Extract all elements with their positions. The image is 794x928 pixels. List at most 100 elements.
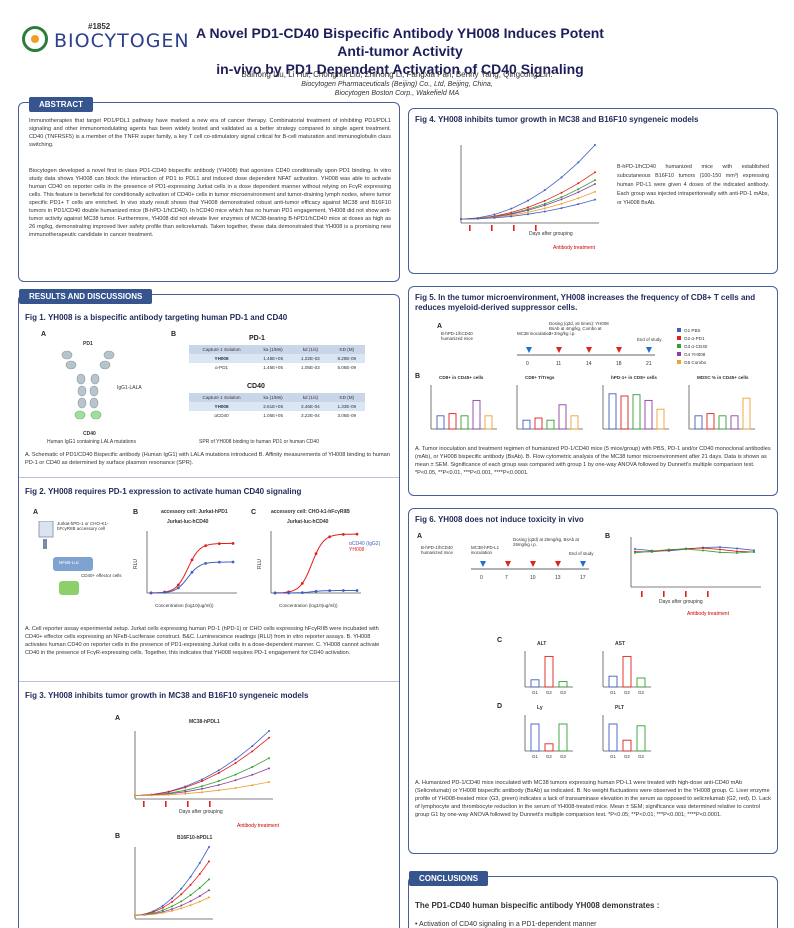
table-row: α-PD1 1.46E+05 1.05E-03 5.06E-09 (189, 363, 365, 372)
plot1-title-1: accessory cell: Jurkat-hPD1 (161, 509, 228, 515)
fig4-panel: Fig 4. YH008 inhibits tumor growth in MC… (408, 108, 778, 274)
data-point (341, 589, 345, 592)
fig5-dosing-label: Dosing (q3d, x5 times): YH008 BsAb at 4m… (549, 321, 609, 336)
ly-title: Ly (537, 705, 543, 711)
fig3a-tumor-growth-plot (134, 730, 273, 807)
poster-header: #1852 BIOCYTOGEN A Novel PD1-CD40 Bispec… (0, 0, 794, 77)
growth-curve (134, 781, 270, 796)
data-point (328, 535, 332, 539)
poster-title: A Novel PD1-CD40 Bispecific Antibody YH0… (180, 24, 620, 78)
bar (544, 655, 554, 688)
bar (632, 394, 641, 430)
conclusions-bullet-1: • Activation of CD40 signaling in a PD1-… (415, 921, 597, 928)
treatment-arrow (491, 225, 493, 231)
bar (656, 408, 665, 430)
bar (530, 679, 540, 688)
data-point (314, 589, 318, 593)
data-point (134, 914, 136, 917)
treatment-arrow (469, 225, 471, 231)
bar (608, 723, 618, 752)
bar (472, 399, 481, 430)
fig4-xlabel: Days after grouping (529, 231, 573, 237)
fig3b-tumor-growth-plot (134, 846, 213, 920)
fig3a-xlabel: Days after grouping (179, 809, 223, 815)
group-label: G3 (638, 690, 644, 695)
fig6-dosing-label: Dosing (q3d) at 26mg/kg, BsAb at 26mg/kg… (513, 537, 579, 547)
fig6-xlabel: Days after grouping (659, 599, 703, 605)
timeline-day-label: 17 (580, 575, 586, 581)
group-label: G2 (624, 754, 630, 759)
treatment-arrow (641, 591, 643, 597)
growth-curve (134, 737, 270, 796)
fig5-caption: A. Tumor inoculation and treatment regim… (415, 446, 771, 476)
bar (622, 739, 632, 752)
data-point (300, 581, 304, 585)
plt-title: PLT (615, 705, 625, 711)
fig5-label-b: B (415, 373, 421, 380)
divider (19, 477, 399, 478)
timeline-day-label: 13 (555, 575, 561, 581)
bar (644, 399, 653, 430)
growth-curve (134, 897, 210, 916)
bar (694, 415, 703, 430)
bar (558, 404, 567, 430)
table-cell: 1.46E+05 (263, 365, 284, 370)
fig4-ab-label: Antibody treatment (553, 245, 595, 251)
growth-curve (134, 846, 210, 916)
legend-entry: G3 α-CD40 (677, 343, 707, 351)
timeline-marker (616, 347, 622, 353)
cd40-affinity-table: Capture 1 Solution ka (1/Ms) kd (1/s) KD… (189, 393, 365, 420)
fig3a-plot-title: MC38-hPDL1 (189, 719, 220, 725)
data-point (163, 591, 167, 594)
table-cell: 1.05E-03 (301, 365, 320, 370)
timeline-marker (646, 347, 652, 353)
bar (546, 419, 555, 430)
bar (636, 677, 646, 688)
growth-curve (460, 144, 596, 220)
bar-panel-title: hPD-1+ in CD8+ cells (611, 375, 657, 380)
fig3-title: Fig 3. YH008 inhibits tumor growth in MC… (25, 691, 309, 700)
bar (718, 415, 727, 430)
data-point (753, 550, 755, 553)
dose-response-curve (151, 542, 233, 594)
fig1-title: Fig 1. YH008 is a bispecific antibody ta… (25, 313, 288, 322)
data-point (287, 591, 291, 595)
fig5-inoculation-label: MC38 inoculation (517, 331, 551, 336)
data-point (314, 552, 318, 556)
fig6-mice-label: B-hPD-1/hCD40 humanized mice (421, 545, 453, 555)
fig4-description: B-hPD-1/hCD40 humanized mice with establ… (617, 164, 769, 206)
timeline-marker (526, 347, 532, 353)
body-weight-curve (634, 547, 755, 553)
data-point (341, 532, 345, 536)
data-point (176, 583, 180, 587)
table-cell: 1.33E-09 (328, 402, 365, 411)
bar (622, 655, 632, 688)
igg1-lala-label: IgG1-LALA (117, 385, 142, 391)
fig1-label-a: A (41, 331, 47, 338)
fig2-title: Fig 2. YH008 requires PD-1 expression to… (25, 487, 302, 496)
plot1-title-2: Jurkat-luc-hCD40 (167, 519, 209, 525)
bar (706, 413, 715, 430)
table-header: kd (1/s) (292, 393, 329, 402)
fig2-label-b: B (133, 509, 139, 516)
poster-number: #1852 (88, 22, 111, 31)
data-point (355, 532, 359, 536)
legend-label: G3 α-CD40 (684, 344, 708, 349)
timeline-day-label: 7 (505, 575, 508, 581)
fig6-body-weight-plot (630, 537, 761, 597)
fig2-label-c: C (251, 509, 257, 516)
cd40-label: CD40 (83, 431, 96, 437)
bar (436, 415, 445, 430)
timeline-day-label: 14 (586, 361, 592, 367)
data-point (231, 542, 235, 545)
treatment-arrow (685, 591, 687, 597)
fig6-title: Fig 6. YH008 does not induce toxicity in… (415, 515, 584, 524)
bar (636, 725, 646, 752)
dose-response-curve (151, 561, 233, 594)
title-line-1: A Novel PD1-CD40 Bispecific Antibody YH0… (196, 25, 604, 59)
table-cell: 5.06E-09 (337, 365, 357, 370)
table-header: ka (1/Ms) (254, 393, 293, 402)
